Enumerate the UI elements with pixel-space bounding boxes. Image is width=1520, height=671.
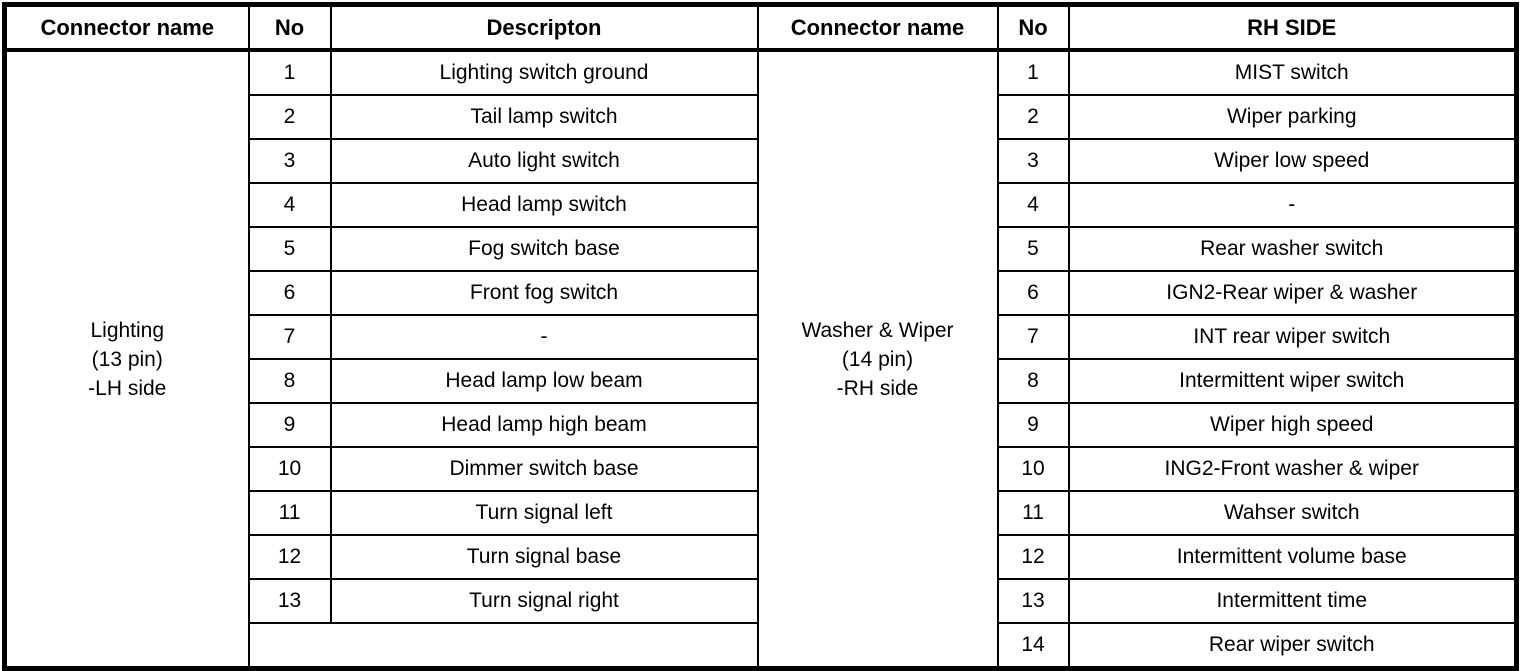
left-no-cell: 2 bbox=[247, 94, 332, 140]
left-description-cell: Lighting switch ground bbox=[329, 49, 759, 96]
right-no-cell: 6 bbox=[996, 270, 1070, 316]
right-description-cell: Intermittent time bbox=[1067, 578, 1518, 624]
right-description-cell: Rear washer switch bbox=[1067, 226, 1518, 272]
left-no-header: No bbox=[247, 3, 332, 52]
left-no-cell: 1 bbox=[247, 49, 332, 96]
right-description-cell: - bbox=[1067, 182, 1518, 228]
right-description-cell: Rear wiper switch bbox=[1067, 622, 1518, 670]
left-description-cell: Turn signal right bbox=[329, 578, 759, 624]
left-no-cell: 6 bbox=[247, 270, 332, 316]
right-description-cell: ING2-Front washer & wiper bbox=[1067, 446, 1518, 492]
right-no-cell: 2 bbox=[996, 94, 1070, 140]
left-description-cell: Head lamp high beam bbox=[329, 402, 759, 448]
right-connector-cell: Washer & Wiper (14 pin) -RH side bbox=[756, 49, 999, 670]
right-rh-side-header: RH SIDE bbox=[1067, 3, 1518, 52]
right-no-cell: 8 bbox=[996, 358, 1070, 404]
left-connector-name-line: Lighting bbox=[90, 318, 165, 342]
right-connector-name-line: Washer & Wiper bbox=[801, 318, 954, 342]
right-no-cell: 4 bbox=[996, 182, 1070, 228]
right-connector-name-header: Connector name bbox=[756, 3, 999, 52]
right-no-cell: 12 bbox=[996, 534, 1070, 580]
right-no-cell: 7 bbox=[996, 314, 1070, 360]
right-description-cell: Wiper low speed bbox=[1067, 138, 1518, 184]
left-description-cell: Head lamp low beam bbox=[329, 358, 759, 404]
left-no-cell: 7 bbox=[247, 314, 332, 360]
header-row: Connector name No Descripton Connector n… bbox=[3, 3, 1518, 52]
right-no-cell: 13 bbox=[996, 578, 1070, 624]
left-no-cell: 8 bbox=[247, 358, 332, 404]
left-connector-name-line: (13 pin) bbox=[91, 347, 163, 371]
right-description-cell: Wiper high speed bbox=[1067, 402, 1518, 448]
left-description-header: Descripton bbox=[329, 3, 759, 52]
right-description-cell: IGN2-Rear wiper & washer bbox=[1067, 270, 1518, 316]
right-no-cell: 11 bbox=[996, 490, 1070, 536]
left-description-cell: Tail lamp switch bbox=[329, 94, 759, 140]
left-description-cell: - bbox=[329, 314, 759, 360]
left-connector-name-header: Connector name bbox=[3, 3, 250, 52]
right-no-cell: 14 bbox=[996, 622, 1070, 670]
right-description-cell: INT rear wiper switch bbox=[1067, 314, 1518, 360]
right-description-cell: Intermittent wiper switch bbox=[1067, 358, 1518, 404]
left-description-cell: Head lamp switch bbox=[329, 182, 759, 228]
right-no-cell: 9 bbox=[996, 402, 1070, 448]
left-description-cell: Auto light switch bbox=[329, 138, 759, 184]
left-description-cell: Turn signal base bbox=[329, 534, 759, 580]
left-connector-cell: Lighting (13 pin) -LH side bbox=[3, 49, 250, 670]
left-no-cell: 4 bbox=[247, 182, 332, 228]
left-connector-name-line: -LH side bbox=[88, 376, 167, 400]
right-no-header: No bbox=[996, 3, 1070, 52]
left-no-cell: 10 bbox=[247, 446, 332, 492]
right-description-cell: Wahser switch bbox=[1067, 490, 1518, 536]
left-description-cell: Turn signal left bbox=[329, 490, 759, 536]
left-no-cell: 11 bbox=[247, 490, 332, 536]
left-description-cell: Front fog switch bbox=[329, 270, 759, 316]
right-no-cell: 3 bbox=[996, 138, 1070, 184]
right-description-cell: MIST switch bbox=[1067, 49, 1518, 96]
right-connector-name-line: -RH side bbox=[836, 376, 919, 400]
left-empty-cell bbox=[247, 622, 759, 670]
right-no-cell: 10 bbox=[996, 446, 1070, 492]
right-description-cell: Intermittent volume base bbox=[1067, 534, 1518, 580]
left-no-cell: 9 bbox=[247, 402, 332, 448]
left-no-cell: 12 bbox=[247, 534, 332, 580]
right-connector-name-line: (14 pin) bbox=[841, 347, 914, 371]
left-description-cell: Fog switch base bbox=[329, 226, 759, 272]
right-no-cell: 5 bbox=[996, 226, 1070, 272]
left-no-cell: 13 bbox=[247, 578, 332, 624]
left-no-cell: 3 bbox=[247, 138, 332, 184]
right-description-cell: Wiper parking bbox=[1067, 94, 1518, 140]
left-no-cell: 5 bbox=[247, 226, 332, 272]
left-description-cell: Dimmer switch base bbox=[329, 446, 759, 492]
right-no-cell: 1 bbox=[996, 49, 1070, 96]
